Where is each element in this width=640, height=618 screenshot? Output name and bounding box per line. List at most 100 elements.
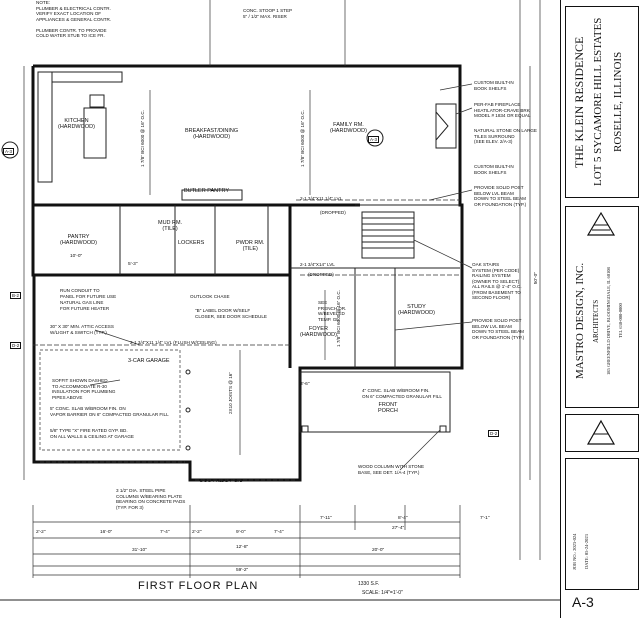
note-outlook: OUTLOOK CHASE: [190, 294, 230, 299]
room-label-kitchen: KITCHEN (HARDWOOD): [58, 118, 95, 131]
room-label-family: FAMILY RM. (HARDWOOD): [330, 122, 367, 135]
note-french-door: SEE FRENCH DR. W/BEVELED TEMP. GL.: [318, 300, 347, 322]
dimension-text: 3'-6": [300, 382, 310, 387]
upper-counter: [51, 71, 123, 83]
note-attic: 30" X 30" MIN. ATTIC ACCESS W/LIGHT & SW…: [50, 324, 114, 335]
room-label-pantry: PANTRY (HARDWOOD): [60, 234, 97, 247]
dimension-text: 31'-10": [132, 548, 147, 553]
dimension-text: 7'-4": [274, 530, 284, 535]
room-label-mud: MUD RM. (TILE): [158, 220, 183, 233]
room-label-pwdr: PWDR RM. (TILE): [236, 240, 265, 253]
note-door-closer: "B" LABEL DOOR W/SELF CLOSER, SEE DOOR S…: [195, 308, 267, 319]
joist-label: 1 7/8" BCI 6000 @ 16" O.C.: [140, 110, 145, 167]
kitchen-island: [83, 107, 107, 159]
beam-label: 2-1 3/4"X14" LVL: [300, 262, 335, 267]
firm-box: MASTRO DESIGN, INC. ARCHITECTS 185 GREEN…: [565, 206, 639, 408]
note-stoop: CONC. STOOP 1 STEP 5" / 1/2" MAX. RISER: [243, 8, 293, 19]
note-stone: NATURAL STONE ON LARGE TILES SURROUND (S…: [474, 128, 537, 144]
dimension-text: 16'-0": [100, 530, 113, 535]
fireplace: [435, 103, 457, 149]
dimension-text: 50'-0": [534, 272, 539, 285]
note-leader: [455, 107, 473, 115]
dimension-text: 27'-4": [392, 526, 405, 531]
note-soffit: SOFFIT SHOWN DASHED TO ACCOMMODATE R-30 …: [52, 378, 116, 400]
project-box: THE KLEIN RESIDENCE LOT 5 SYCAMORE HILL …: [565, 6, 639, 198]
beam-label: (DROPPED): [308, 272, 334, 277]
beam-label: 2-1 3/4"X11 1/4" LVL: [200, 478, 243, 483]
section-tag: D-2: [488, 430, 500, 437]
front-porch: [299, 371, 451, 433]
sheet-number: A-3: [572, 594, 594, 610]
dimension-text: 7'-1": [480, 516, 490, 521]
dimension-text: 12'-8": [236, 545, 249, 550]
firm-logo-icon: [586, 211, 616, 236]
plan-title: FIRST FLOOR PLAN: [138, 580, 259, 592]
note-oak-stairs: OAK STAIRS SYSTEM (PER CODE) RAILING SYS…: [472, 262, 522, 300]
seal-box: [565, 414, 639, 452]
dimension-text: 2'-2": [192, 530, 202, 535]
dimension-text: 9'-0": [236, 530, 246, 535]
note-leader: [399, 429, 441, 471]
floor-plan-drawing: [0, 0, 560, 601]
plan-scale: SCALE: 1/4"=1'-0": [362, 590, 403, 596]
note-fireplace: PER-FAB FIREPLACE HEATILATOR-CRAVE BRK M…: [474, 102, 531, 118]
note-flush-beam: 2-1 3/4"X11 1/4" LVL (FLUSH W/CEILING): [130, 340, 217, 345]
dimension-text: 7'-11": [320, 516, 332, 521]
joist-label: 2X10 JOISTS @ 16": [228, 372, 233, 415]
dimension-text: 2'-2": [36, 530, 46, 535]
firm-phone: TEL 630-000-0000: [618, 303, 623, 339]
note-post-2: PROVIDE SOLID POST BELOW LVL BEAM DOWN T…: [472, 318, 525, 340]
kitchen-counter: [37, 71, 53, 183]
porch-column: [439, 425, 447, 433]
garage-soffit: [39, 349, 181, 451]
joist-label: 1 7/8" BCI 6000 @ 16" O.C.: [336, 290, 341, 347]
dimension-text: 20'-0": [372, 548, 385, 553]
range: [89, 94, 105, 108]
dimension-text: 8'-4": [398, 516, 408, 521]
project-city: ROSELLE, ILLINOIS: [612, 51, 624, 153]
section-marker: [1, 141, 19, 159]
fireplace-hearth: [435, 111, 449, 141]
note-post-1: PROVIDE SOLID POST BELOW LVL BEAM DOWN T…: [474, 185, 527, 207]
room-label-front-porch: FRONT PORCH: [378, 402, 398, 415]
section-tag: B-2: [10, 292, 22, 299]
job-date: DATE: 05-24-2023: [584, 534, 589, 570]
note-leader: [413, 239, 473, 269]
section-tag: D-2: [10, 342, 22, 349]
firm-address: 185 GREENFIELD DRIVE, BLOOMINGDALE, IL 6…: [606, 267, 611, 375]
firm-subtitle: ARCHITECTS: [592, 299, 600, 343]
note-leader: [394, 321, 473, 331]
room-label-garage: 3-CAR GARAGE: [128, 358, 170, 364]
beam-label: 2-1 3/4"X11 1/4" LVL: [300, 196, 343, 201]
room-label-breakfast: BREAKFAST/DINING (HARDWOOD): [185, 128, 239, 141]
butler-counter: [181, 189, 243, 201]
note-leader: [94, 329, 141, 346]
job-info-box: JOB NO.: 2023-024 DATE: 05-24-2023: [565, 458, 639, 590]
note-wood-column: WOOD COLUMN WITH STONE BASE, SEE DET. 1/…: [358, 464, 425, 475]
section-tag: A-3: [368, 136, 380, 143]
room-label-foyer: FOYER (HARDWOOD): [300, 326, 337, 339]
note-drywall: 5/8" TYPE "X" FIRE RATED GYP. BD. ON ALL…: [50, 428, 134, 439]
joist-label: 1 7/8" BCI 6000 @ 16" O.C.: [300, 110, 305, 167]
note-pipe-columns: 3 1/2" DIA. STEEL PIPE COLUMNS W/BEARING…: [116, 488, 186, 510]
pipe-column: [185, 407, 191, 413]
note-leader: [439, 83, 473, 91]
note-general: NOTE: PLUMBER & ELECTRICAL CONTR. VERIFY…: [36, 0, 112, 38]
room-label-lockers: LOCKERS: [178, 240, 205, 246]
project-lot: LOT 5 SYCAMORE HILL ESTATES: [592, 17, 604, 187]
plan-area: 1330 S.F.: [358, 581, 380, 587]
dimension-text: 10'-0": [70, 254, 83, 259]
seal-logo-icon: [586, 419, 616, 445]
note-bookshelf-1: CUSTOM BUILT-IN BOOK SHELFS: [474, 80, 514, 91]
section-tag: A-3: [3, 148, 15, 155]
beam-label: (DROPPED): [320, 210, 346, 215]
note-bookshelf-2: CUSTOM BUILT-IN BOOK SHELFS: [474, 164, 514, 175]
note-gas-line: NATURAL GAS LINE FOR FUTURE HEATER: [60, 300, 110, 311]
note-porch-slab: 4" CONC. SLAB W/BROOM FIN. ON 6" COMPACT…: [362, 388, 442, 399]
dimension-text: 5'-3": [128, 262, 138, 267]
section-marker: [366, 129, 384, 147]
note-leader: [429, 189, 473, 201]
job-number: JOB NO.: 2023-024: [572, 533, 577, 571]
dimension-text: 59'-2": [236, 568, 249, 573]
